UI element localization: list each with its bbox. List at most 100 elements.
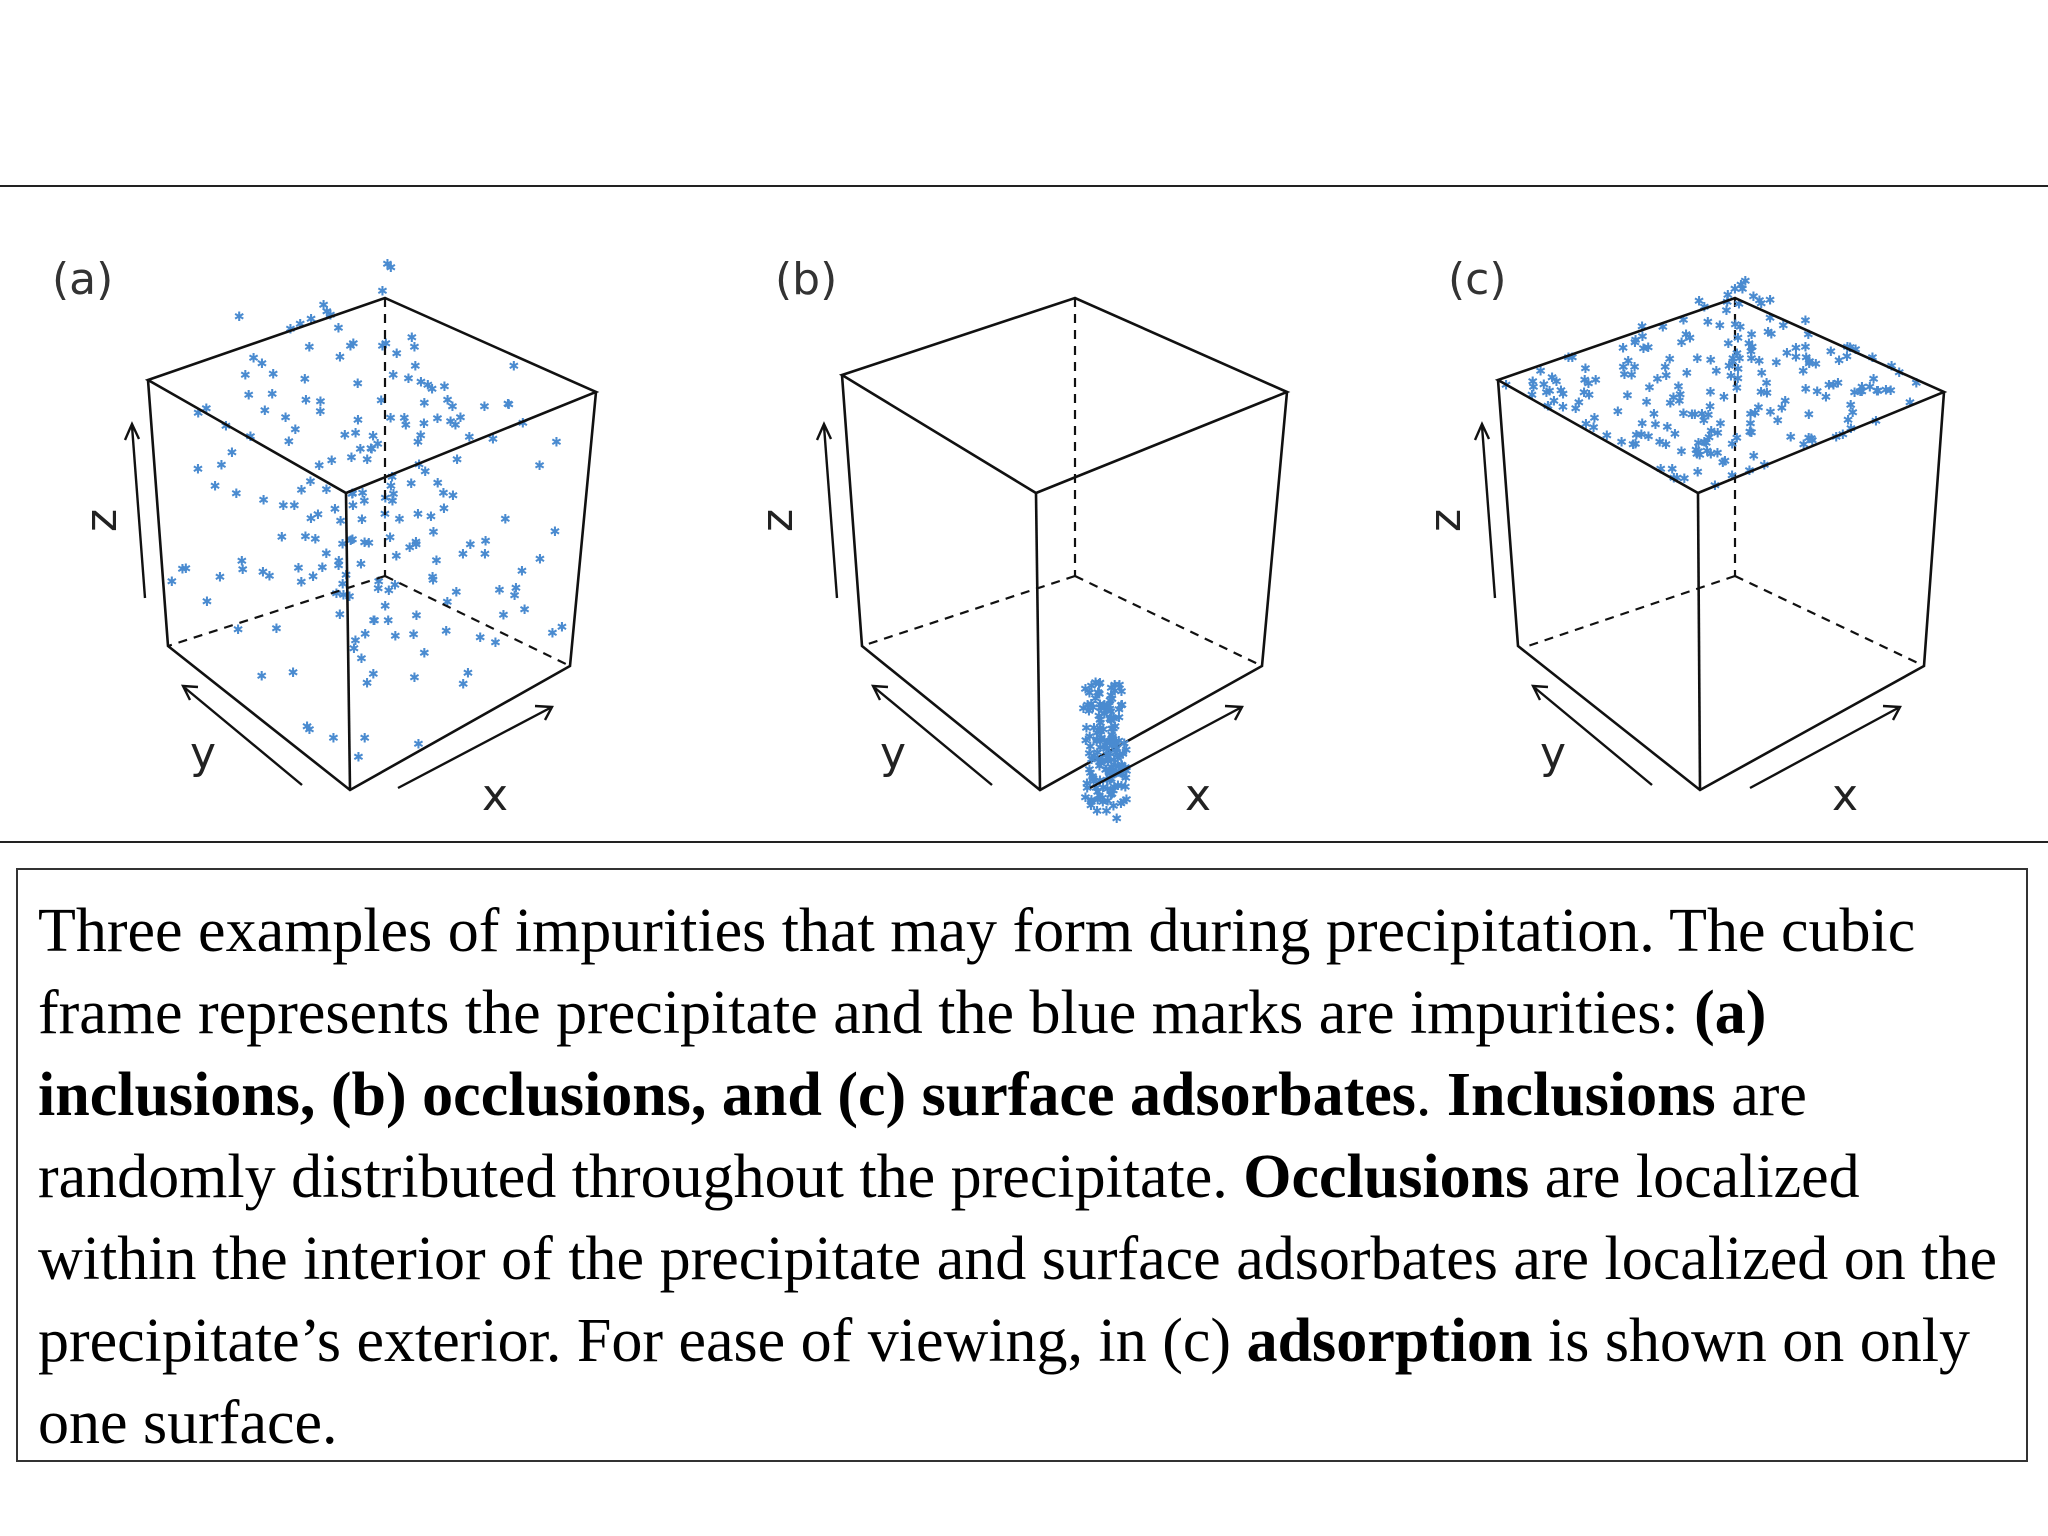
x-arrow (1089, 706, 1241, 790)
impurity-mark: ✱ (1765, 312, 1776, 327)
cube-edge (840, 374, 1289, 792)
impurity-mark: ✱ (1116, 759, 1127, 774)
impurity-mark: ✱ (1095, 713, 1106, 728)
impurity-mark: ✱ (1661, 438, 1672, 453)
x-axis-label: x (482, 770, 508, 821)
impurity-mark: ✱ (321, 483, 332, 498)
impurity-mark: ✱ (1672, 472, 1683, 487)
impurity-mark: ✱ (509, 589, 520, 604)
impurity-mark: ✱ (234, 310, 245, 325)
impurity-mark: ✱ (1746, 328, 1757, 343)
impurity-mark: ✱ (321, 305, 332, 320)
impurity-mark: ✱ (1790, 342, 1801, 357)
impurity-mark: ✱ (1630, 334, 1641, 349)
z-axis-label: z (76, 509, 127, 532)
impurity-mark: ✱ (1093, 686, 1104, 701)
impurity-mark: ✱ (431, 554, 442, 569)
impurity-mark: ✱ (534, 459, 545, 474)
x-axis-label: x (1185, 770, 1211, 821)
impurity-mark: ✱ (1106, 711, 1117, 726)
cube-edge (344, 492, 352, 791)
impurity-mark: ✱ (385, 412, 396, 427)
impurity-mark: ✱ (413, 738, 424, 753)
impurity-mark: ✱ (338, 589, 349, 604)
impurity-mark: ✱ (1547, 371, 1558, 386)
caption-box: Three examples of impurities that may fo… (16, 868, 2028, 1462)
impurity-mark: ✱ (1102, 748, 1113, 763)
impurity-mark: ✱ (1847, 406, 1858, 421)
impurity-mark: ✱ (1105, 788, 1116, 803)
impurity-mark: ✱ (177, 563, 188, 578)
impurity-mark: ✱ (300, 530, 311, 545)
impurity-mark: ✱ (1911, 376, 1922, 391)
impurity-mark: ✱ (1833, 376, 1844, 391)
impurity-mark: ✱ (1804, 355, 1815, 370)
arrowhead (123, 421, 141, 441)
impurity-mark: ✱ (328, 732, 339, 747)
impurity-mark: ✱ (1106, 787, 1117, 802)
impurity-mark: ✱ (216, 459, 227, 474)
impurity-mark: ✱ (355, 442, 366, 457)
impurity-mark: ✱ (1702, 315, 1713, 330)
impurity-mark: ✱ (1106, 773, 1117, 788)
impurity-mark: ✱ (347, 488, 358, 503)
impurity-mark: ✱ (387, 494, 398, 509)
impurity-mark: ✱ (356, 652, 367, 667)
impurity-mark: ✱ (310, 533, 321, 548)
impurity-mark: ✱ (258, 493, 269, 508)
impurity-mark: ✱ (1093, 709, 1104, 724)
impurity-mark: ✱ (1116, 699, 1127, 714)
impurity-mark: ✱ (1116, 759, 1127, 774)
impurity-mark: ✱ (280, 411, 291, 426)
impurity-mark: ✱ (1705, 353, 1716, 368)
impurity-mark: ✱ (1701, 436, 1712, 451)
impurity-mark: ✱ (406, 477, 417, 492)
impurity-mark: ✱ (236, 554, 247, 569)
impurity-mark: ✱ (360, 627, 371, 642)
impurity-mark: ✱ (390, 630, 401, 645)
impurity-mark: ✱ (348, 642, 359, 657)
impurity-mark: ✱ (1730, 318, 1741, 333)
impurity-mark: ✱ (1652, 372, 1663, 387)
impurity-mark: ✱ (1731, 347, 1742, 362)
impurity-mark: ✱ (210, 479, 221, 494)
impurity-mark: ✱ (357, 487, 368, 502)
impurity-mark: ✱ (475, 631, 486, 646)
impurity-mark: ✱ (1678, 314, 1689, 329)
impurity-mark: ✱ (413, 436, 424, 451)
impurity-mark: ✱ (1080, 683, 1091, 698)
impurity-mark: ✱ (1616, 435, 1627, 450)
impurity-mark: ✱ (1096, 754, 1107, 769)
impurity-mark: ✱ (1697, 408, 1708, 423)
impurity-mark: ✱ (1109, 685, 1120, 700)
impurity-mark: ✱ (1110, 740, 1121, 755)
impurity-mark: ✱ (1104, 773, 1115, 788)
impurity-mark: ✱ (1095, 741, 1106, 756)
cube-frame-c (1527, 298, 1925, 667)
impurity-mark: ✱ (419, 647, 430, 662)
impurity-mark: ✱ (1080, 734, 1091, 749)
x-arrow (1749, 706, 1899, 790)
impurity-mark: ✱ (373, 575, 384, 590)
impurity-mark: ✱ (1714, 319, 1725, 334)
impurity-figure: (a) ✱✱✱✱✱✱✱✱✱✱✱✱✱✱✱✱✱✱✱✱✱✱✱✱✱✱✱✱✱✱✱✱✱✱✱✱… (52, 254, 1948, 827)
impurity-mark: ✱ (1086, 796, 1097, 811)
impurity-mark: ✱ (404, 541, 415, 556)
impurity-mark: ✱ (1090, 692, 1101, 707)
impurity-mark: ✱ (1674, 395, 1685, 410)
impurity-mark: ✱ (314, 459, 325, 474)
impurity-mark: ✱ (1821, 391, 1832, 406)
y-arrow (1534, 687, 1653, 786)
impurity-mark: ✱ (465, 538, 476, 553)
caption-text: are localized within the interior of the… (38, 1143, 1998, 1375)
x-axis-label: x (1832, 770, 1858, 821)
impurity-mark: ✱ (1845, 399, 1856, 414)
impurity-mark: ✱ (1618, 341, 1629, 356)
impurity-mark: ✱ (1765, 294, 1776, 309)
impurity-mark: ✱ (368, 668, 379, 683)
impurity-mark: ✱ (1654, 436, 1665, 451)
impurity-mark: ✱ (1612, 405, 1623, 420)
impurity-mark: ✱ (1801, 351, 1812, 366)
impurity-mark: ✱ (353, 751, 364, 766)
z-arrow (822, 425, 839, 599)
